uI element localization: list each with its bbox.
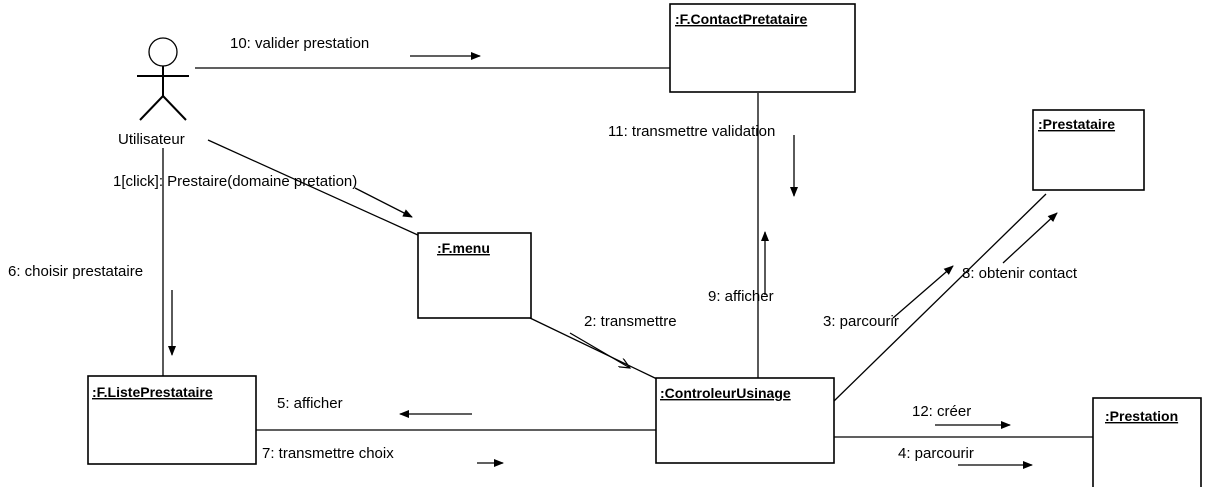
message-label-m10: 10: valider prestation [230, 35, 369, 52]
link-controleur-prestataire [832, 193, 1047, 403]
object-label: :F.ContactPretataire [675, 11, 807, 27]
object-menu[interactable]: :F.menu [417, 232, 532, 319]
object-label: :Prestataire [1038, 116, 1115, 132]
object-label: :Prestation [1105, 408, 1178, 424]
arrow-m8 [1002, 212, 1058, 264]
message-label-m2: 2: transmettre [584, 313, 677, 330]
arrow-m1 [354, 187, 413, 218]
object-label: :F.menu [437, 240, 490, 256]
message-label-m11: 11: transmettre validation [608, 123, 775, 140]
message-label-m8: 8: obtenir contact [962, 265, 1078, 282]
object-label: :F.ListePrestataire [92, 384, 213, 400]
message-label-m3: 3: parcourir [823, 313, 899, 330]
message-label-m12: 12: créer [912, 403, 971, 420]
association-links [162, 67, 1093, 438]
actor-head [148, 37, 178, 67]
message-label-m1: 1[click]: Prestaire(domaine pretation) [113, 173, 357, 190]
message-label-m7: 7: transmettre choix [262, 445, 394, 462]
message-label-m4: 4: parcourir [898, 445, 974, 462]
arrow-m2 [569, 332, 630, 368]
object-controleur-usinage[interactable]: :ControleurUsinage [655, 377, 835, 464]
message-label-m5: 5: afficher [277, 395, 343, 412]
message-labels: 10: valider prestation 1[click]: Prestai… [8, 35, 1078, 462]
actor-utilisateur: Utilisateur [118, 37, 189, 148]
actor-label: Utilisateur [118, 131, 185, 148]
arrow-m3 [892, 265, 954, 319]
message-arrows [168, 52, 1058, 469]
actor-left-leg [139, 95, 164, 121]
object-label: :ControleurUsinage [660, 385, 791, 401]
link-menu-controleur [529, 317, 658, 380]
message-label-m9: 9: afficher [708, 288, 774, 305]
object-prestation[interactable]: :Prestation [1092, 397, 1202, 487]
object-contact-pretataire[interactable]: :F.ContactPretataire [669, 3, 856, 93]
object-liste-prestataire[interactable]: :F.ListePrestataire [87, 375, 257, 465]
message-label-m6: 6: choisir prestataire [8, 263, 143, 280]
link-actor-menu [207, 139, 421, 237]
object-prestataire[interactable]: :Prestataire [1032, 109, 1145, 191]
actor-right-leg [162, 95, 187, 121]
